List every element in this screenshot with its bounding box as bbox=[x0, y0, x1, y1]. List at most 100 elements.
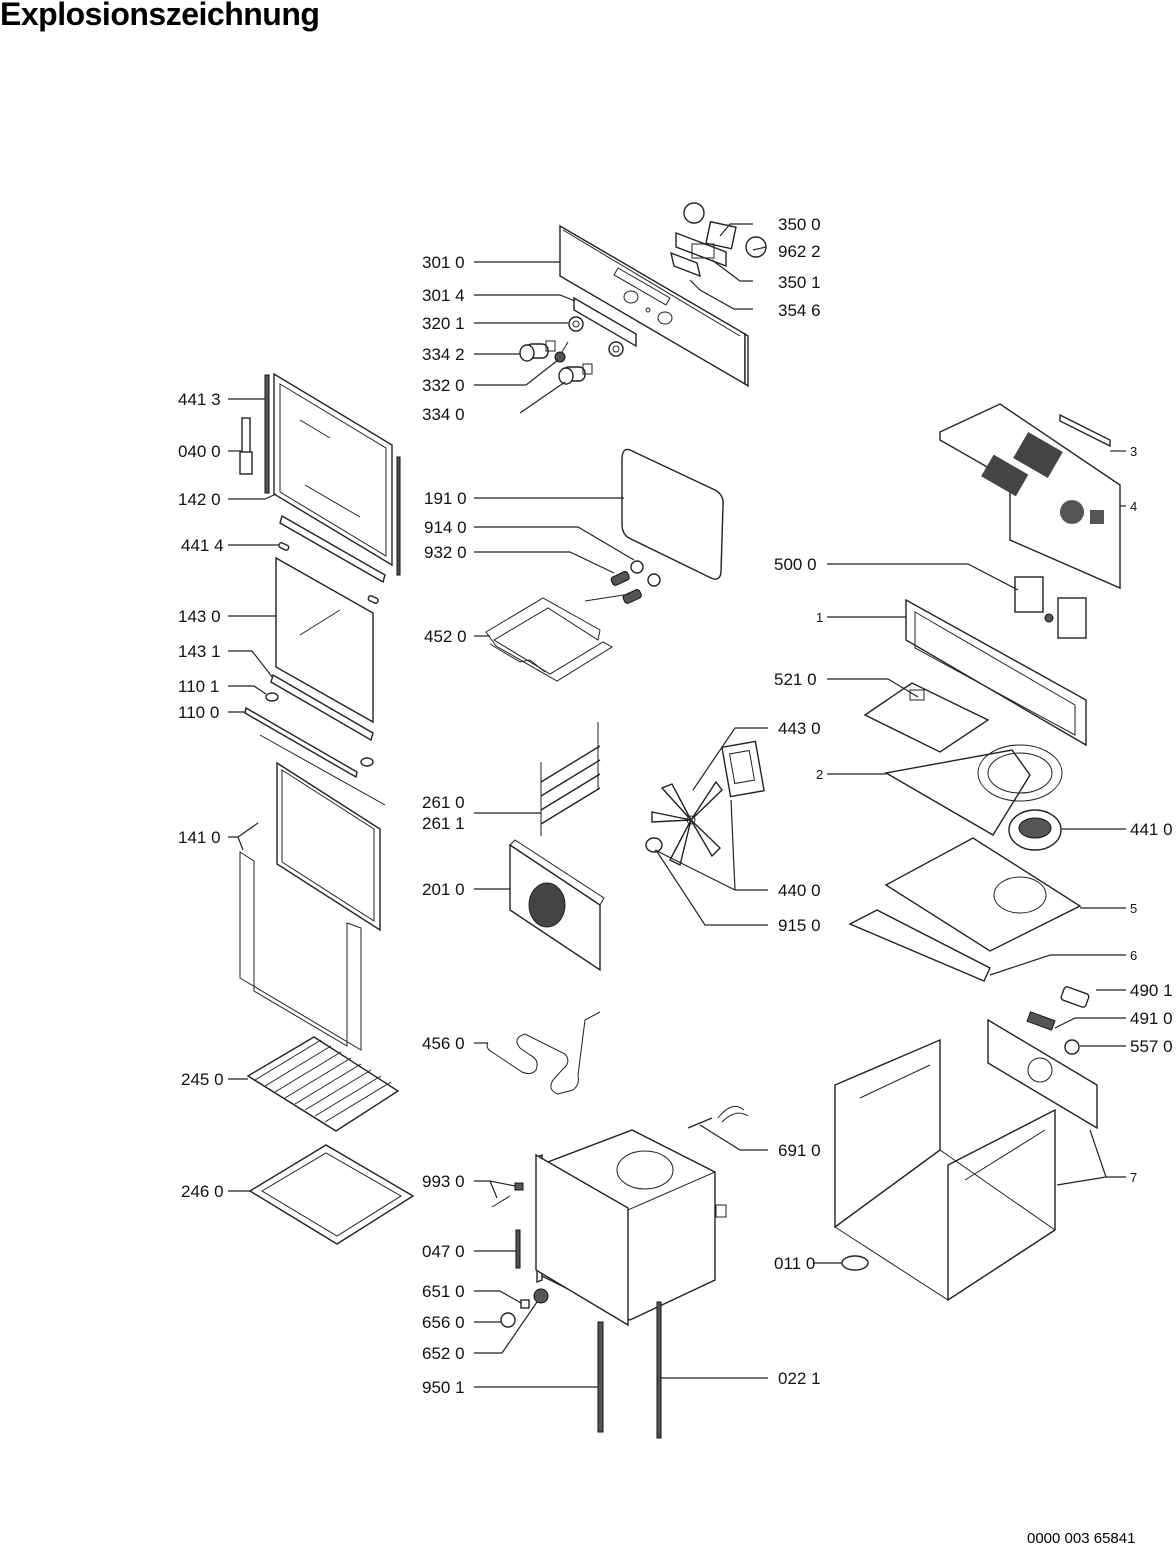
callout-9622: 962 2 bbox=[778, 242, 821, 261]
page-title: Explosionszeichnung bbox=[0, 0, 320, 32]
callout-4910: 491 0 bbox=[1130, 1009, 1173, 1028]
part-front-strip bbox=[848, 909, 991, 982]
callout-9140: 914 0 bbox=[424, 518, 467, 537]
part-foot bbox=[841, 1255, 869, 1271]
part-baking-tray bbox=[248, 1144, 415, 1245]
part-door-gasket bbox=[621, 448, 724, 580]
callout-1420: 142 0 bbox=[178, 490, 221, 509]
part-trim-strip bbox=[573, 296, 637, 348]
part-handle-bar bbox=[244, 706, 358, 779]
part-vent-strip bbox=[279, 514, 386, 584]
callout-1: 1 bbox=[816, 610, 823, 625]
callout-4: 4 bbox=[1130, 499, 1137, 514]
part-screw bbox=[514, 1182, 524, 1191]
callout-3342: 334 2 bbox=[422, 345, 465, 364]
part-spring bbox=[610, 571, 630, 586]
callout-3340: 334 0 bbox=[422, 405, 465, 424]
callout-5210: 521 0 bbox=[774, 670, 817, 689]
callout-0470: 047 0 bbox=[422, 1242, 465, 1261]
callout-0400: 040 0 bbox=[178, 442, 221, 461]
part-air-duct bbox=[884, 744, 1063, 836]
part-nut bbox=[630, 560, 644, 574]
callout-labels: 350 0 962 2 301 0 350 1 301 4 354 6 320 … bbox=[178, 215, 1173, 1397]
part-lamp-cover bbox=[500, 1312, 516, 1328]
part-bezel bbox=[568, 316, 584, 332]
callout-3010: 301 0 bbox=[422, 253, 465, 272]
part-seal-9501 bbox=[597, 1321, 604, 1433]
callout-3546: 354 6 bbox=[778, 301, 821, 320]
callout-9150: 915 0 bbox=[778, 916, 821, 935]
callout-2450: 245 0 bbox=[181, 1070, 224, 1089]
callout-4414: 441 4 bbox=[181, 536, 224, 555]
callout-6510: 651 0 bbox=[422, 1282, 465, 1301]
part-seal-0221 bbox=[656, 1301, 662, 1439]
callout-5570: 557 0 bbox=[1130, 1037, 1173, 1056]
callout-4520: 452 0 bbox=[424, 627, 467, 646]
callout-2610: 261 0 bbox=[422, 793, 465, 812]
part-glass-bar bbox=[270, 673, 374, 742]
part-fascia-frame bbox=[905, 598, 1087, 747]
part-bracket-1101 bbox=[265, 692, 279, 702]
callout-9930: 993 0 bbox=[422, 1172, 465, 1191]
callout-2611: 261 1 bbox=[422, 814, 465, 833]
callout-7: 7 bbox=[1130, 1170, 1137, 1185]
part-fan-blade bbox=[651, 780, 723, 867]
callout-3: 3 bbox=[1130, 444, 1137, 459]
part-grill-element bbox=[485, 597, 613, 682]
callout-3500: 350 0 bbox=[778, 215, 821, 234]
callout-6520: 652 0 bbox=[422, 1344, 465, 1363]
callout-2010: 201 0 bbox=[422, 880, 465, 899]
part-back-panel bbox=[987, 1018, 1098, 1130]
callout-4560: 456 0 bbox=[422, 1034, 465, 1053]
callout-6910: 691 0 bbox=[778, 1141, 821, 1160]
callout-4410: 441 0 bbox=[1130, 820, 1173, 839]
callout-4430: 443 0 bbox=[778, 719, 821, 738]
part-shelf-supports bbox=[540, 722, 601, 836]
part-wire-rack bbox=[246, 1036, 400, 1132]
callout-6560: 656 0 bbox=[422, 1313, 465, 1332]
part-top-panel bbox=[939, 403, 1121, 590]
callout-1100: 110 0 bbox=[178, 703, 219, 722]
callout-3320: 332 0 bbox=[422, 376, 465, 395]
part-door-seal-side bbox=[264, 374, 270, 494]
part-fan-nut bbox=[645, 837, 663, 853]
part-housing bbox=[834, 1038, 1056, 1302]
callout-4901: 490 1 bbox=[1130, 981, 1173, 1000]
callout-1431: 143 1 bbox=[178, 642, 221, 661]
callout-9501: 950 1 bbox=[422, 1378, 465, 1397]
callout-9320: 932 0 bbox=[424, 543, 467, 562]
part-cap-9622 bbox=[745, 236, 767, 258]
part-thermostat bbox=[1064, 1039, 1080, 1055]
callout-4413: 441 3 bbox=[178, 390, 221, 409]
part-knob-spindle-3320 bbox=[554, 341, 569, 363]
part-lamp-holder bbox=[533, 1288, 549, 1304]
callout-2460: 246 0 bbox=[181, 1182, 224, 1201]
callout-1410: 141 0 bbox=[178, 828, 221, 847]
callout-4400: 440 0 bbox=[778, 881, 821, 900]
door-assembly bbox=[239, 372, 415, 1245]
callout-0110: 011 0 bbox=[774, 1254, 815, 1273]
part-oven-cavity bbox=[535, 1129, 727, 1327]
control-panel-assembly bbox=[519, 202, 767, 388]
part-temp-sensor bbox=[687, 1105, 749, 1129]
part-knob-3340 bbox=[558, 363, 593, 385]
part-fan-motor bbox=[721, 740, 765, 798]
callout-2: 2 bbox=[816, 767, 823, 782]
part-cap-upper bbox=[683, 202, 705, 224]
part-cover-strip bbox=[1059, 413, 1111, 448]
part-switch-block bbox=[1014, 576, 1087, 639]
callout-5000: 500 0 bbox=[774, 555, 817, 574]
part-terminal-block bbox=[1026, 1011, 1056, 1031]
callout-1910: 191 0 bbox=[424, 489, 467, 508]
part-lamp-housing bbox=[1060, 986, 1090, 1008]
callout-3014: 301 4 bbox=[422, 286, 465, 305]
center-assembly bbox=[485, 448, 765, 1439]
part-door-frame bbox=[273, 372, 393, 567]
part-clip bbox=[278, 542, 290, 551]
part-cooling-fan bbox=[1008, 809, 1062, 851]
callout-3501: 350 1 bbox=[778, 273, 821, 292]
part-bracket-0470 bbox=[515, 1229, 521, 1269]
callout-3201: 320 1 bbox=[422, 314, 465, 333]
part-knob-3342 bbox=[519, 340, 556, 362]
